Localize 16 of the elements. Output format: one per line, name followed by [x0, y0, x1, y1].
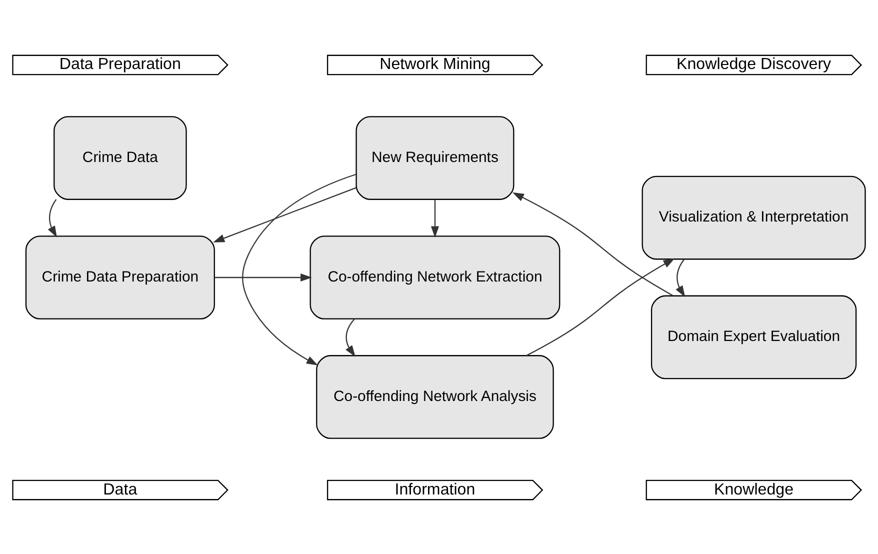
node-box: Co-offending Network Extraction	[310, 235, 560, 319]
arrow	[430, 198, 439, 238]
arrow	[526, 258, 675, 356]
node-box: Crime Data Preparation	[25, 235, 215, 319]
node-box: Domain Expert Evaluation	[650, 294, 857, 379]
node-box: Crime Data	[54, 116, 187, 200]
node-box: Co-offending Network Analysis	[316, 354, 554, 438]
node-box: Visualization & Interpretation	[642, 175, 866, 260]
arrow	[213, 186, 356, 242]
arrow	[512, 192, 674, 296]
arrow	[242, 173, 356, 365]
arrow	[676, 258, 686, 297]
arrow	[214, 272, 312, 282]
arrow	[346, 318, 356, 356]
node-box: New Requirements	[356, 116, 514, 200]
arrow	[48, 198, 57, 237]
